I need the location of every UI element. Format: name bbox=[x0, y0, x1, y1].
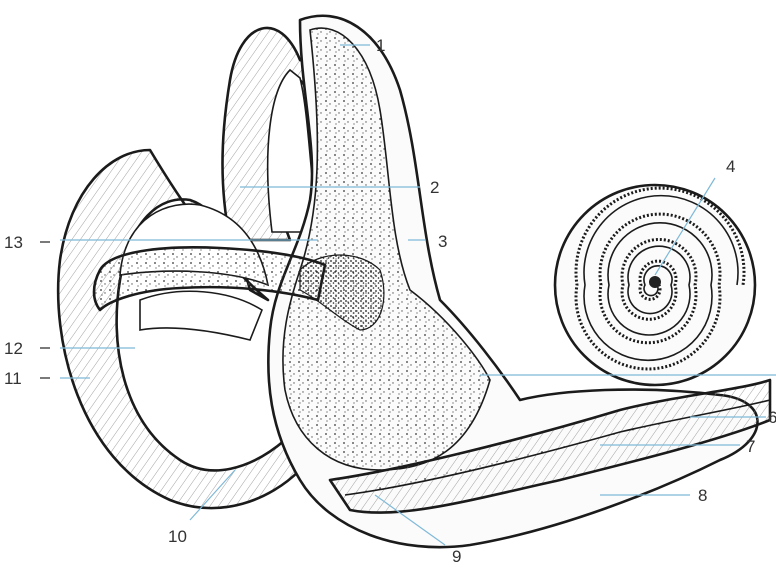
label-3: 3 bbox=[438, 232, 447, 251]
label-13: 13 bbox=[4, 233, 23, 252]
label-11: 11 bbox=[4, 369, 22, 388]
label-1: 1 bbox=[376, 36, 385, 55]
label-8: 8 bbox=[698, 486, 707, 505]
label-2: 2 bbox=[430, 178, 439, 197]
label-9: 9 bbox=[452, 547, 461, 566]
label-6: 6 bbox=[768, 408, 776, 427]
lower-canal-opening bbox=[140, 291, 262, 340]
label-7: 7 bbox=[746, 437, 755, 456]
label-10: 10 bbox=[168, 527, 187, 546]
label-4: 4 bbox=[726, 157, 735, 176]
cochlea-spiral bbox=[555, 185, 755, 385]
label-12: 12 bbox=[4, 339, 23, 358]
